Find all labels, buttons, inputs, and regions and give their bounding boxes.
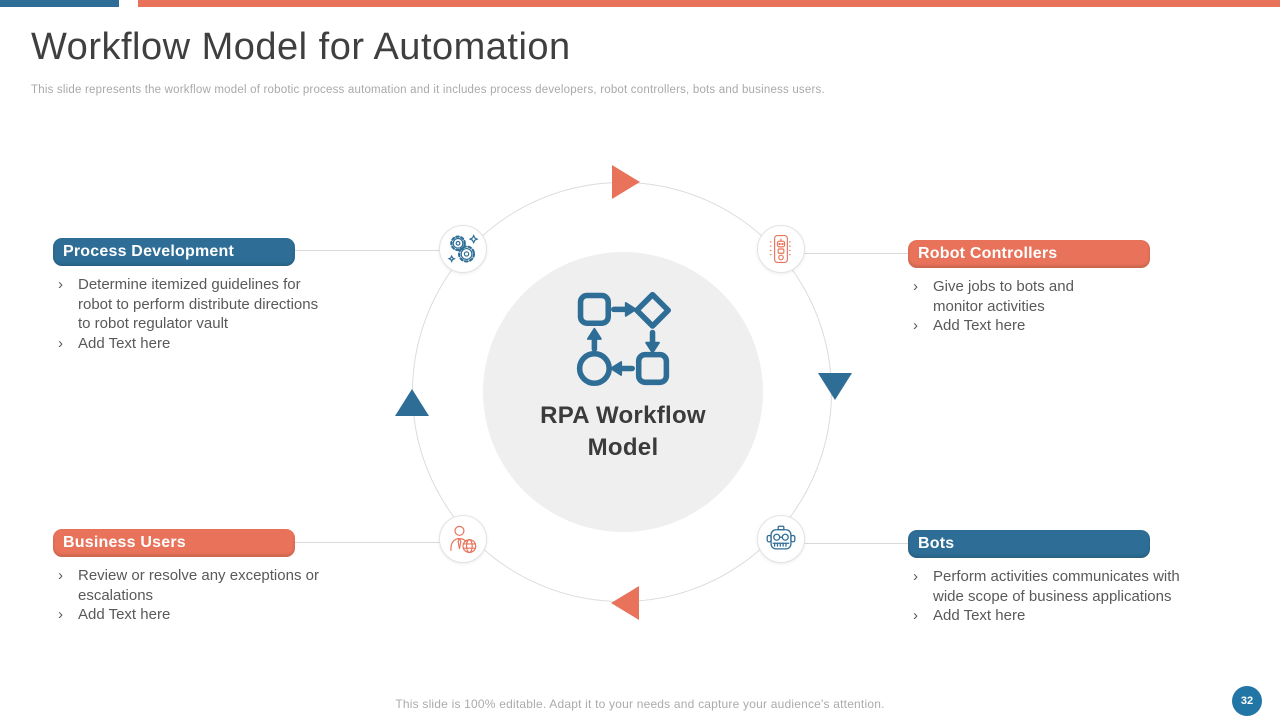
cycle-arrow-top-icon: [612, 165, 640, 199]
bullet-text: Add Text here: [78, 334, 171, 352]
section-list-business-users: › Review or resolve any exceptions or es…: [58, 566, 326, 625]
center-label: RPA Workflow Model: [540, 402, 706, 461]
section-label: Robot Controllers: [918, 245, 1058, 262]
topbar-accent-blue: [0, 0, 119, 7]
list-item: › Add Text here: [58, 605, 326, 625]
list-item: › Perform activities communicates with w…: [913, 567, 1213, 606]
footer-note: This slide is 100% editable. Adapt it to…: [395, 697, 885, 711]
section-header-robot-controllers: Robot Controllers: [908, 240, 1150, 268]
topbar-accent-orange: [138, 0, 1280, 7]
slide-subtitle: This slide represents the workflow model…: [31, 84, 825, 96]
node-bots: [757, 515, 805, 563]
node-robot-controllers: [757, 225, 805, 273]
bullet-icon: ›: [58, 606, 63, 623]
bullet-icon: ›: [913, 317, 918, 334]
page-title: Workflow Model for Automation: [31, 26, 571, 68]
section-label: Process Development: [63, 243, 234, 260]
bullet-text: Add Text here: [933, 607, 1026, 624]
bullet-icon: ›: [58, 276, 63, 293]
section-label: Bots: [918, 535, 955, 552]
bullet-text: Review or resolve any exceptions or esca…: [78, 567, 319, 604]
node-process-development: [439, 225, 487, 273]
bullet-text: Perform activities communicates with wid…: [933, 568, 1180, 605]
list-item: › Review or resolve any exceptions or es…: [58, 566, 326, 605]
robot-head-icon: [766, 525, 796, 550]
connector-process-development: [295, 250, 441, 251]
bullet-text: Give jobs to bots and monitor activities: [933, 278, 1074, 315]
page-number-badge: 32: [1232, 686, 1262, 716]
cycle-arrow-bottom-icon: [611, 586, 639, 620]
business-user-icon: [450, 525, 477, 554]
section-label: Business Users: [63, 534, 186, 551]
cycle-arrow-left-icon: [395, 389, 429, 416]
list-item: › Add Text here: [913, 316, 1121, 336]
bullet-icon: ›: [913, 607, 918, 624]
list-item: › Give jobs to bots and monitor activiti…: [913, 277, 1121, 316]
bullet-icon: ›: [58, 567, 63, 584]
connector-bots: [804, 543, 909, 544]
gears-icon: [447, 234, 479, 263]
section-list-bots: › Perform activities communicates with w…: [913, 567, 1213, 626]
center-circle: RPA Workflow Model: [483, 252, 763, 532]
section-header-bots: Bots: [908, 530, 1150, 558]
workflow-process-icon: [576, 291, 671, 386]
bullet-icon: ›: [913, 278, 918, 295]
node-business-users: [439, 515, 487, 563]
section-list-process-development: › Determine itemized guidelines for robo…: [58, 275, 326, 353]
bullet-text: Add Text here: [78, 606, 171, 623]
section-header-business-users: Business Users: [53, 529, 295, 557]
bullet-icon: ›: [913, 568, 918, 585]
list-item: › Determine itemized guidelines for robo…: [58, 275, 326, 334]
robot-controller-icon: [769, 234, 793, 264]
list-item: › Add Text here: [58, 334, 326, 354]
connector-robot-controllers: [804, 253, 909, 254]
connector-business-users: [295, 542, 441, 543]
cycle-arrow-right-icon: [818, 373, 852, 400]
section-header-process-development: Process Development: [53, 238, 295, 266]
bullet-text: Determine itemized guidelines for robot …: [78, 276, 319, 332]
list-item: › Add Text here: [913, 606, 1213, 626]
section-list-robot-controllers: › Give jobs to bots and monitor activiti…: [913, 277, 1121, 336]
bullet-icon: ›: [58, 334, 63, 352]
bullet-text: Add Text here: [933, 317, 1026, 334]
